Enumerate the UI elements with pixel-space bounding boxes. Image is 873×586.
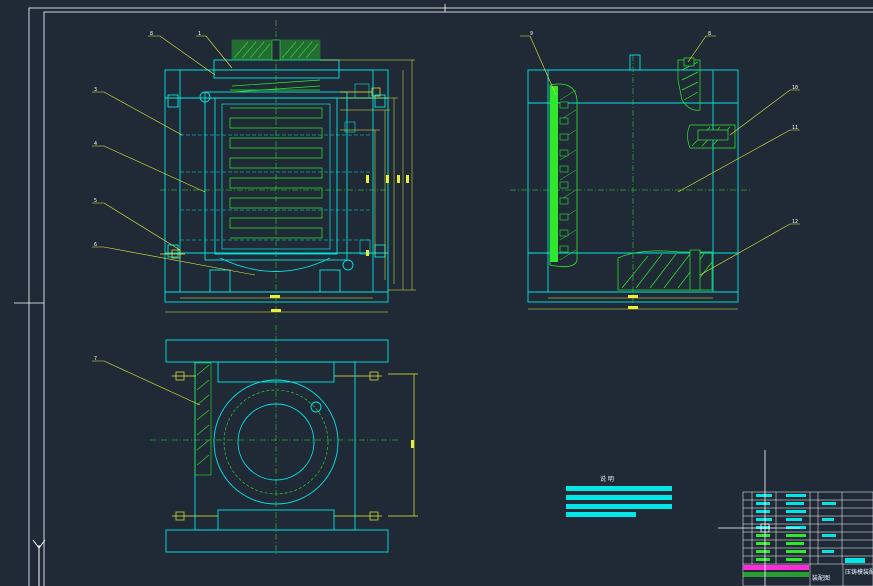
mid-bolt-hatch: [687, 124, 736, 149]
titleblock-name: 压铸模装配图: [845, 568, 873, 576]
bottom-block-hatch: [617, 249, 713, 291]
balloon-8b: 8: [708, 31, 711, 37]
balloon-9: 9: [530, 31, 533, 37]
sprue-bush: [231, 39, 321, 61]
top-view[interactable]: [92, 325, 418, 555]
balloon-10: 10: [792, 85, 798, 91]
balloon-8: 8: [150, 31, 153, 37]
drawing-frame: [14, 4, 873, 586]
balloon-7: 7: [94, 356, 97, 362]
front-view[interactable]: [92, 20, 416, 318]
side-view[interactable]: [510, 35, 800, 310]
balloon-1: 1: [198, 31, 201, 37]
notes-title: 说 明: [600, 475, 614, 483]
balloon-3: 3: [94, 87, 97, 93]
balloon-12: 12: [792, 219, 798, 225]
balloon-5: 5: [94, 198, 97, 204]
left-slide-hatch: [549, 83, 578, 268]
balloon-4: 4: [94, 141, 97, 147]
title-block[interactable]: 压铸模装配图 装配图: [742, 491, 873, 586]
front-balloons: 8 1 3 4 5 6: [94, 31, 201, 248]
crosshair-cursor-icon: [718, 450, 800, 586]
technical-notes: 说 明: [566, 475, 672, 517]
side-balloons: 9 8 10 11 12: [530, 31, 798, 225]
titleblock-sheet: 装配图: [812, 574, 830, 582]
top-slide-hatch: [194, 362, 212, 476]
balloon-6: 6: [94, 242, 97, 248]
ucs-axis-icon: [32, 539, 46, 586]
top-bolt-hatch: [677, 57, 701, 111]
balloon-11: 11: [792, 125, 798, 131]
